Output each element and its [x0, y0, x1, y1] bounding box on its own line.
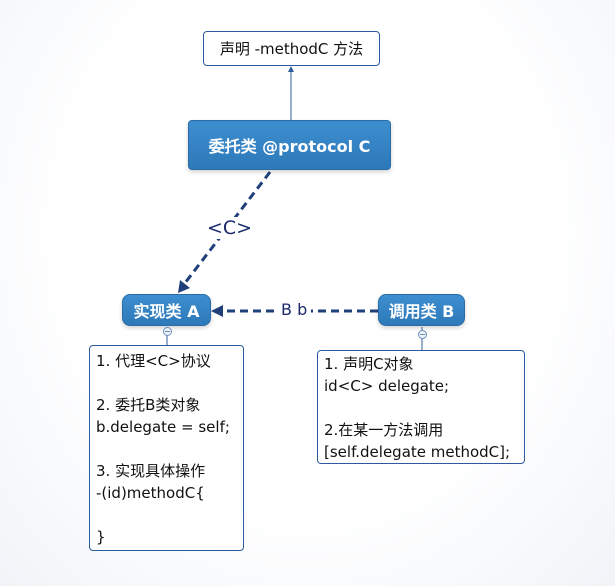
- b-arrowhead: [211, 305, 223, 317]
- impl-note-line: 3. 实现具体操作: [96, 462, 206, 480]
- protocol-arrowhead: [178, 280, 190, 293]
- impl-note-line: 2. 委托B类对象: [96, 396, 201, 414]
- top-note-text: 声明 -methodC 方法: [219, 39, 364, 58]
- impl-note-line: b.delegate = self;: [96, 418, 230, 436]
- impl-note-line: [96, 372, 237, 394]
- caller-note-line: [self.delegate methodC];: [324, 443, 511, 461]
- delegate-class-label: 委托类 @protocol C: [208, 137, 371, 156]
- caller-note-line: id<C> delegate;: [324, 377, 450, 395]
- caller-note-line: [324, 397, 518, 419]
- impl-note[interactable]: 1. 代理<C>协议 2. 委托B类对象 b.delegate = self; …: [89, 345, 244, 551]
- impl-note-line: [96, 438, 237, 460]
- top-note[interactable]: 声明 -methodC 方法: [203, 31, 380, 66]
- impl-note-line: -(id)methodC{: [96, 484, 205, 502]
- caller-note-line: 2.在某一方法调用: [324, 421, 444, 439]
- protocol-link-label: <C>: [205, 217, 255, 239]
- impl-class-node[interactable]: 实现类 A: [122, 294, 211, 326]
- caller-collapse-toggle[interactable]: −: [418, 330, 427, 339]
- caller-class-node[interactable]: 调用类 B: [378, 294, 465, 326]
- declare-arrowhead: [288, 66, 294, 72]
- impl-collapse-toggle[interactable]: −: [163, 327, 172, 336]
- impl-class-label: 实现类 A: [133, 302, 200, 321]
- caller-class-label: 调用类 B: [388, 302, 455, 321]
- b-link-label: B b: [277, 300, 312, 319]
- impl-note-line: 1. 代理<C>协议: [96, 352, 211, 370]
- impl-note-line: [96, 504, 237, 526]
- delegate-class-node[interactable]: 委托类 @protocol C: [188, 120, 391, 170]
- caller-note[interactable]: 1. 声明C对象 id<C> delegate; 2.在某一方法调用 [self…: [317, 350, 525, 464]
- impl-note-line: }: [96, 528, 106, 546]
- caller-note-line: 1. 声明C对象: [324, 355, 414, 373]
